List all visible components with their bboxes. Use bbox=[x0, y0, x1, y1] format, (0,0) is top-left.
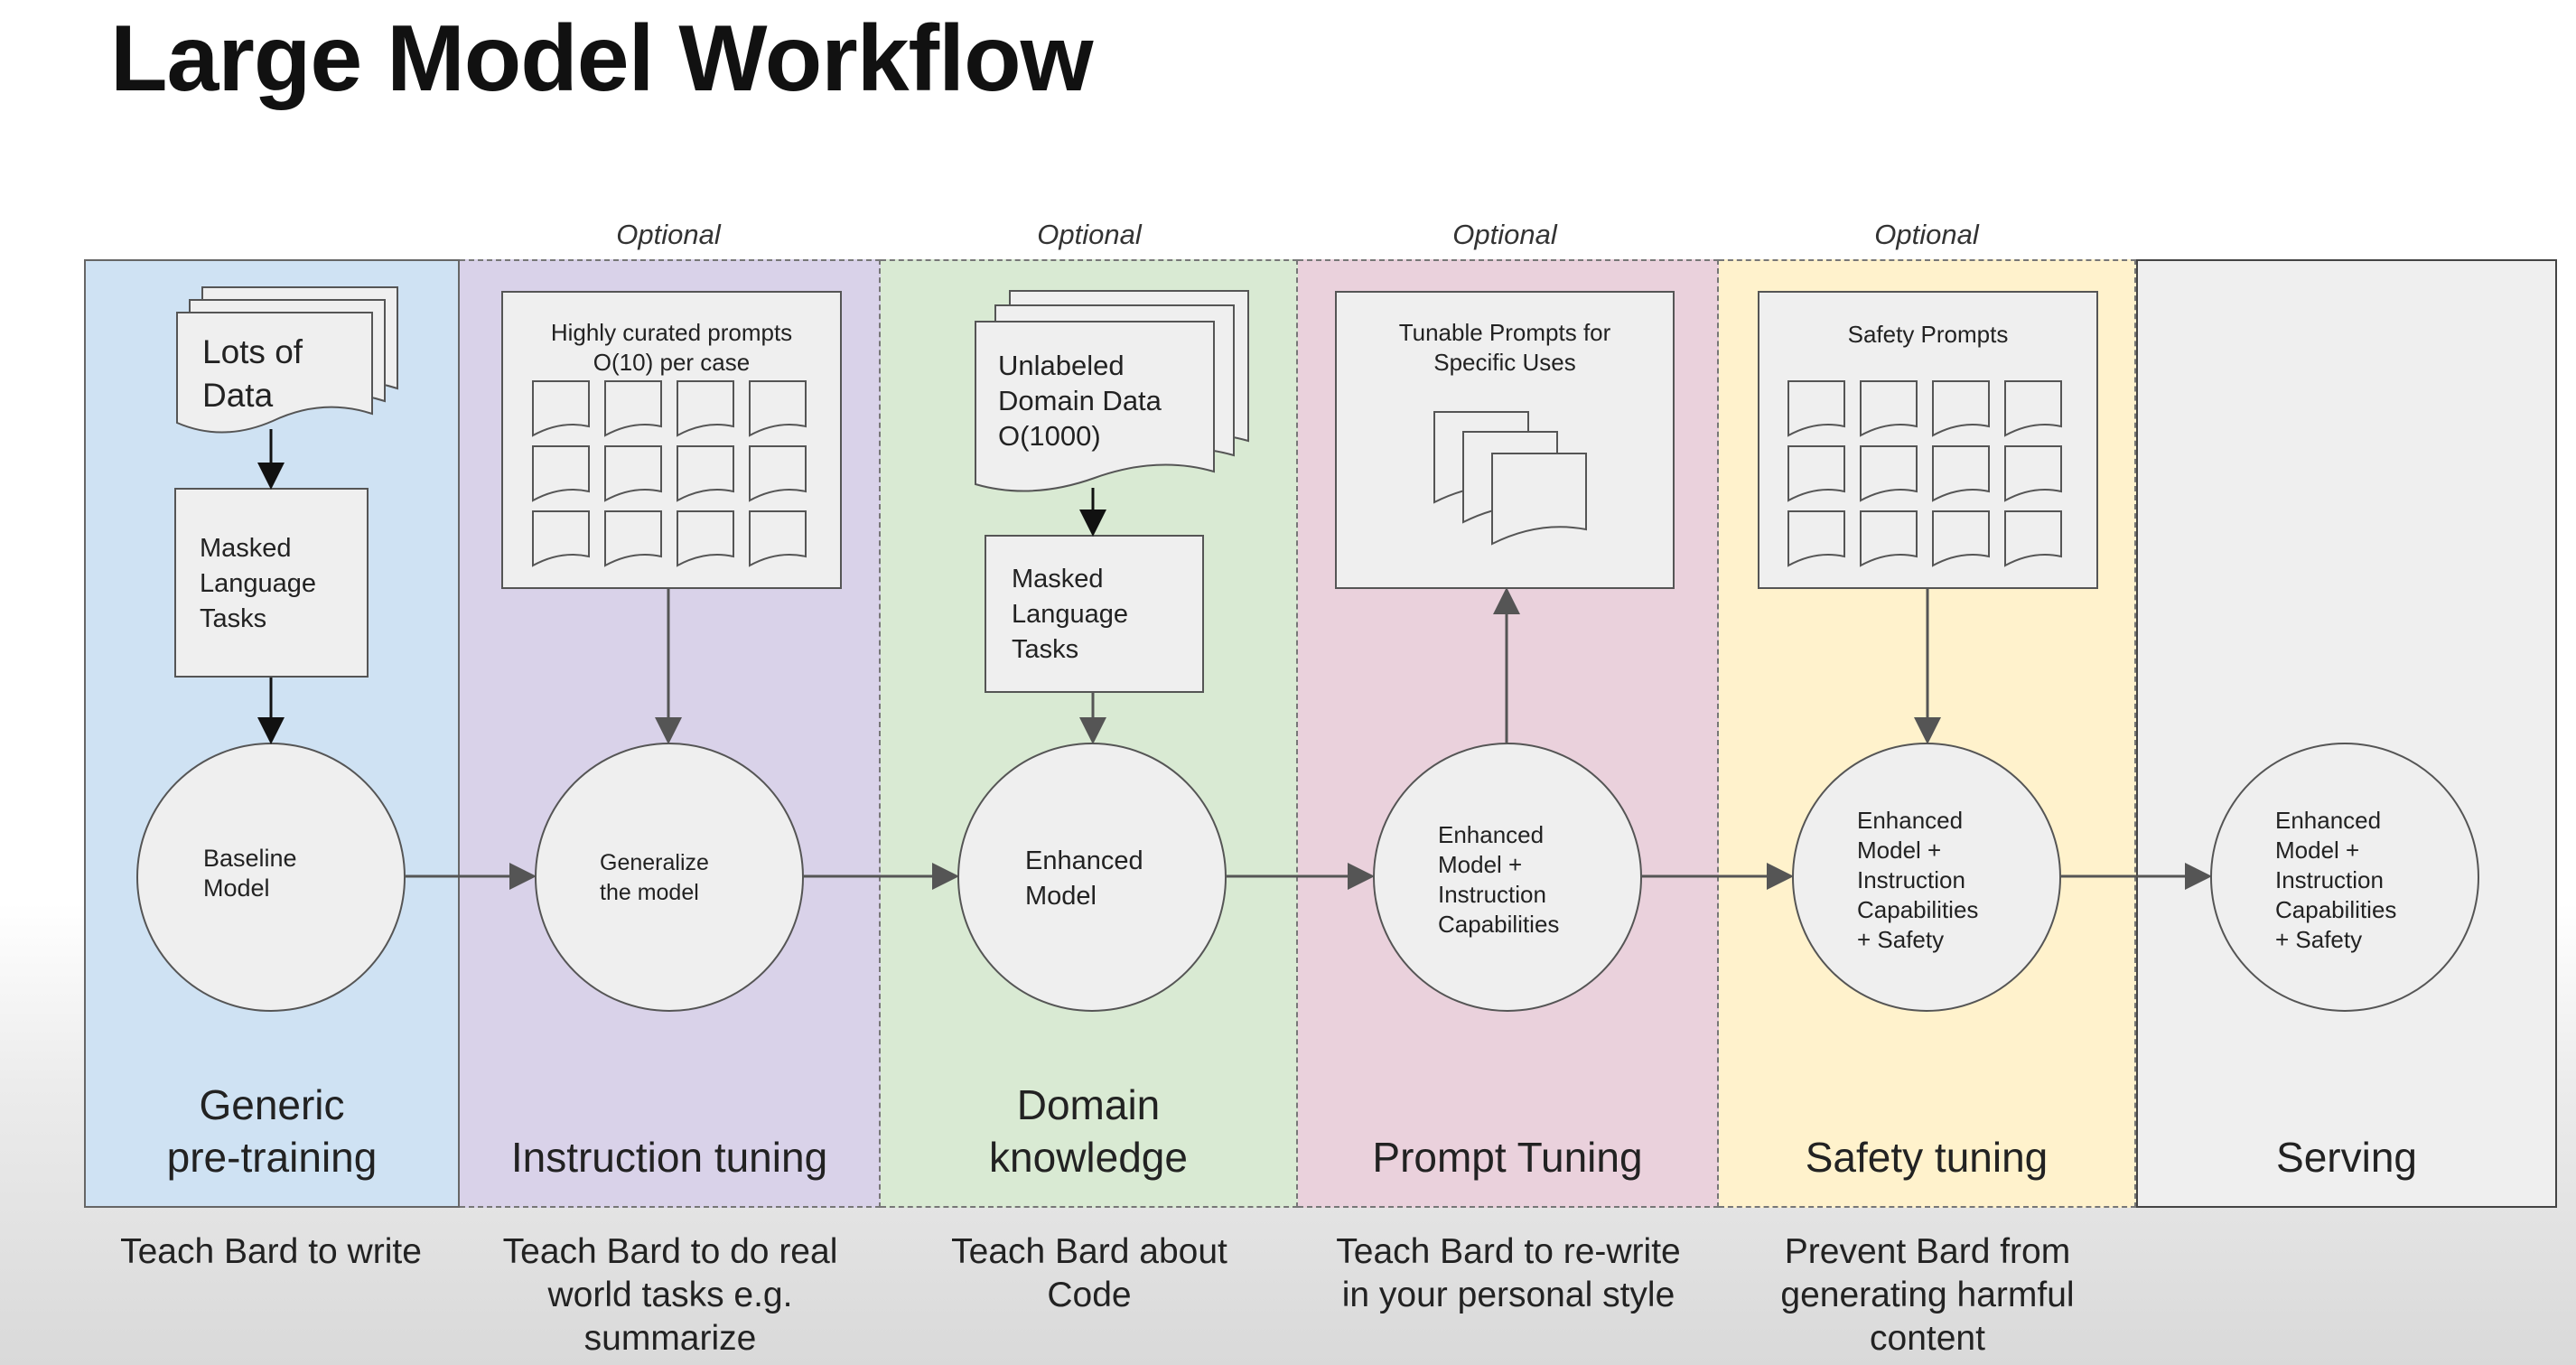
baseline-model-node: Baseline Model bbox=[136, 743, 406, 1012]
optional-label: Optional bbox=[1874, 219, 1979, 250]
masked-language-tasks-box: Masked Language Tasks bbox=[985, 535, 1204, 693]
data-label: Unlabeled Domain Data O(1000) bbox=[998, 350, 1162, 452]
optional-label: Optional bbox=[1037, 219, 1142, 250]
stage-description: Prevent Bard from generating harmful con… bbox=[1780, 1232, 2075, 1358]
task-label: Masked Language Tasks bbox=[200, 534, 317, 633]
stage-name: Prompt Tuning bbox=[1372, 1134, 1643, 1181]
stage-description: Teach Bard to write bbox=[120, 1232, 422, 1271]
data-documents-icon bbox=[176, 286, 398, 434]
safety-prompt-grid-icon bbox=[1787, 380, 2062, 567]
stage-name: Generic pre-training bbox=[166, 1081, 378, 1181]
stage-name: Instruction tuning bbox=[510, 1134, 828, 1181]
stage-description: Teach Bard about Code bbox=[951, 1232, 1227, 1314]
task-label: Masked Language Tasks bbox=[1012, 565, 1129, 664]
enhanced-safety-node: Enhanced Model + Instruction Capabilitie… bbox=[1792, 743, 2061, 1012]
node-label: Generalize the model bbox=[600, 850, 709, 905]
prompt-label: Highly curated prompts O(10) per case bbox=[550, 319, 793, 376]
stage-description: Teach Bard to re-write in your personal … bbox=[1336, 1232, 1681, 1314]
stage-name: Domain knowledge bbox=[989, 1081, 1188, 1181]
stage-name: Safety tuning bbox=[1805, 1134, 2049, 1181]
masked-language-tasks-box: Masked Language Tasks bbox=[174, 488, 369, 678]
generalize-model-node: Generalize the model bbox=[535, 743, 804, 1012]
node-label: Enhanced Model + Instruction Capabilitie… bbox=[1857, 807, 1979, 953]
page-title: Large Model Workflow bbox=[110, 6, 1093, 111]
node-label: Baseline Model bbox=[203, 845, 297, 902]
stage-serving: Serving bbox=[2136, 259, 2557, 1208]
stage-name: Serving bbox=[2276, 1134, 2417, 1181]
node-label: Enhanced Model + Instruction Capabilitie… bbox=[1438, 821, 1560, 938]
prompt-cards-grid-icon bbox=[532, 380, 807, 567]
enhanced-model-node: Enhanced Model bbox=[957, 743, 1227, 1012]
node-label: Enhanced Model + Instruction Capabilitie… bbox=[2275, 807, 2397, 953]
stage-description: Teach Bard to do real world tasks e.g. s… bbox=[502, 1232, 838, 1358]
prompt-label: Safety Prompts bbox=[1847, 321, 2009, 348]
enhanced-instruction-node: Enhanced Model + Instruction Capabilitie… bbox=[1373, 743, 1642, 1012]
serving-model-node: Enhanced Model + Instruction Capabilitie… bbox=[2210, 743, 2479, 1012]
optional-label: Optional bbox=[1452, 219, 1557, 250]
data-label: Lots of Data bbox=[202, 333, 303, 414]
prompt-label: Tunable Prompts for Specific Uses bbox=[1398, 319, 1611, 376]
prompt-stack-icon bbox=[1433, 411, 1587, 546]
domain-data-documents-icon bbox=[975, 290, 1249, 492]
node-label: Enhanced Model bbox=[1025, 846, 1143, 911]
optional-label: Optional bbox=[616, 219, 721, 250]
